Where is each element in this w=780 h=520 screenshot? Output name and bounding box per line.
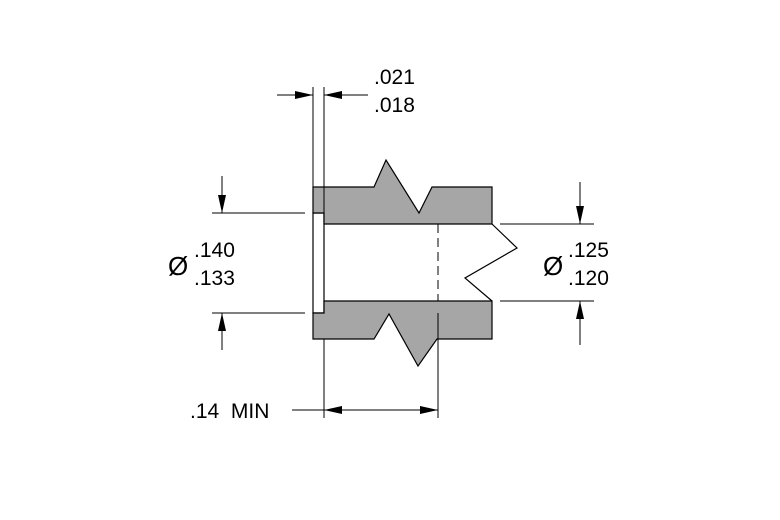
part-section bbox=[312, 158, 518, 368]
arrowhead bbox=[576, 206, 584, 224]
arrowhead bbox=[218, 195, 226, 213]
arrowhead bbox=[420, 406, 438, 414]
upper-wall bbox=[312, 158, 493, 225]
flange-thickness-upper: .021 bbox=[374, 66, 415, 89]
insertion-depth-dimension: .14 MIN bbox=[190, 313, 439, 423]
arrowhead bbox=[324, 91, 342, 99]
arrowhead bbox=[324, 406, 342, 414]
bore-diameter-lower: .120 bbox=[568, 267, 609, 290]
insertion-depth-label: .14 MIN bbox=[190, 400, 269, 423]
flange-thickness-dimension: .021 .018 bbox=[277, 66, 415, 213]
bore-break-line bbox=[463, 223, 518, 302]
head-diameter-upper: .140 bbox=[194, 239, 235, 262]
arrowhead bbox=[218, 313, 226, 331]
flange-slot bbox=[312, 212, 325, 314]
flange-thickness-lower: .018 bbox=[374, 94, 415, 117]
diameter-symbol: Ø bbox=[168, 251, 188, 281]
head-diameter-lower: .133 bbox=[194, 267, 235, 290]
bore-diameter-upper: .125 bbox=[568, 239, 609, 262]
bore-diameter-dimension: Ø .125 .120 bbox=[500, 182, 609, 345]
head-diameter-dimension: Ø .140 .133 bbox=[168, 176, 305, 350]
arrowhead bbox=[295, 91, 313, 99]
arrowhead bbox=[576, 301, 584, 319]
diameter-symbol: Ø bbox=[543, 251, 563, 281]
lower-wall bbox=[312, 300, 493, 368]
